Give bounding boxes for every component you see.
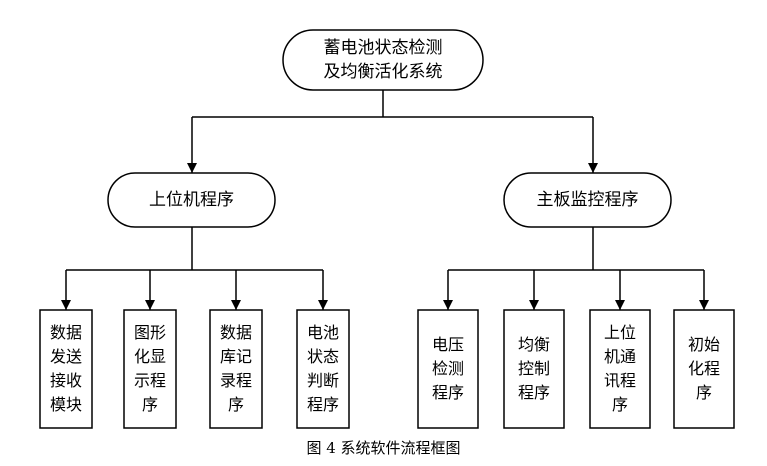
leaf-2-shape	[123, 309, 177, 429]
leaf-line: 模块	[49, 395, 82, 414]
leaf-line: 序	[611, 395, 628, 414]
leaf-line: 讯程	[603, 371, 636, 390]
leaf-line: 程序	[517, 383, 550, 402]
leaf-line: 图形	[133, 323, 166, 342]
leaf-line: 接收	[49, 371, 82, 390]
leaf-1-shape	[39, 309, 93, 429]
leaf-line: 化显	[133, 347, 166, 366]
leaf-line: 程序	[306, 395, 339, 414]
figure-caption: 图 4 系统软件流程框图	[306, 439, 461, 457]
leaf-line: 程序	[431, 383, 464, 402]
leaf-line: 状态	[306, 347, 339, 366]
leaf-node-data-transceiver: 数据 发送 接收 模块	[40, 310, 92, 428]
leaf-line: 数据	[49, 323, 82, 342]
leaf-line: 判断	[306, 371, 339, 390]
leaf-node-database-record: 数据 库记 录程 序	[210, 310, 262, 428]
leaf-line: 示程	[133, 371, 166, 390]
leaf-line: 控制	[517, 359, 550, 378]
leaf-line: 化程	[687, 359, 720, 378]
leaf-line: 初始	[687, 335, 720, 354]
leaf-node-initialization: 初始 化程 序	[674, 310, 734, 428]
leaf-line: 序	[227, 395, 244, 414]
leaf-line: 库记	[219, 347, 252, 366]
leaf-5-shape	[417, 309, 479, 429]
leaf-line: 序	[695, 383, 712, 402]
branch-node-mainboard: 主板监控程序	[504, 173, 671, 227]
leaf-line: 录程	[219, 371, 252, 390]
leaf-8-shape	[673, 309, 735, 429]
leaf-line: 均衡	[517, 335, 550, 354]
leaf-line: 电池	[306, 323, 339, 342]
leaf-4-shape	[296, 309, 350, 429]
leaf-line: 电压	[431, 335, 464, 354]
leaf-line: 机通	[603, 347, 636, 366]
leaf-node-host-comm: 上位 机通 讯程 序	[590, 310, 650, 428]
leaf-node-balance-control: 均衡 控制 程序	[504, 310, 564, 428]
leaf-6-shape	[503, 309, 565, 429]
leaf-3-shape	[209, 309, 263, 429]
leaf-7-shape	[589, 309, 651, 429]
leaf-line: 检测	[431, 359, 464, 378]
root-node-line-1: 蓄电池状态检测	[323, 38, 443, 58]
leaf-line: 数据	[219, 323, 252, 342]
branch-node-label: 主板监控程序	[536, 190, 639, 210]
leaf-node-graphic-display: 图形 化显 示程 序	[124, 310, 176, 428]
root-node-line-2: 及均衡活化系统	[323, 62, 443, 82]
root-node: 蓄电池状态检测 及均衡活化系统	[283, 30, 483, 90]
leaf-line: 发送	[49, 347, 82, 366]
leaf-node-voltage-detect: 电压 检测 程序	[418, 310, 478, 428]
leaf-line: 上位	[603, 323, 636, 342]
branch-node-label: 上位机程序	[149, 190, 234, 210]
branch-node-upper-computer: 上位机程序	[108, 173, 275, 227]
branch-node-right-shape	[503, 172, 672, 228]
leaf-line: 序	[141, 395, 158, 414]
leaf-node-battery-status: 电池 状态 判断 程序	[297, 310, 349, 428]
